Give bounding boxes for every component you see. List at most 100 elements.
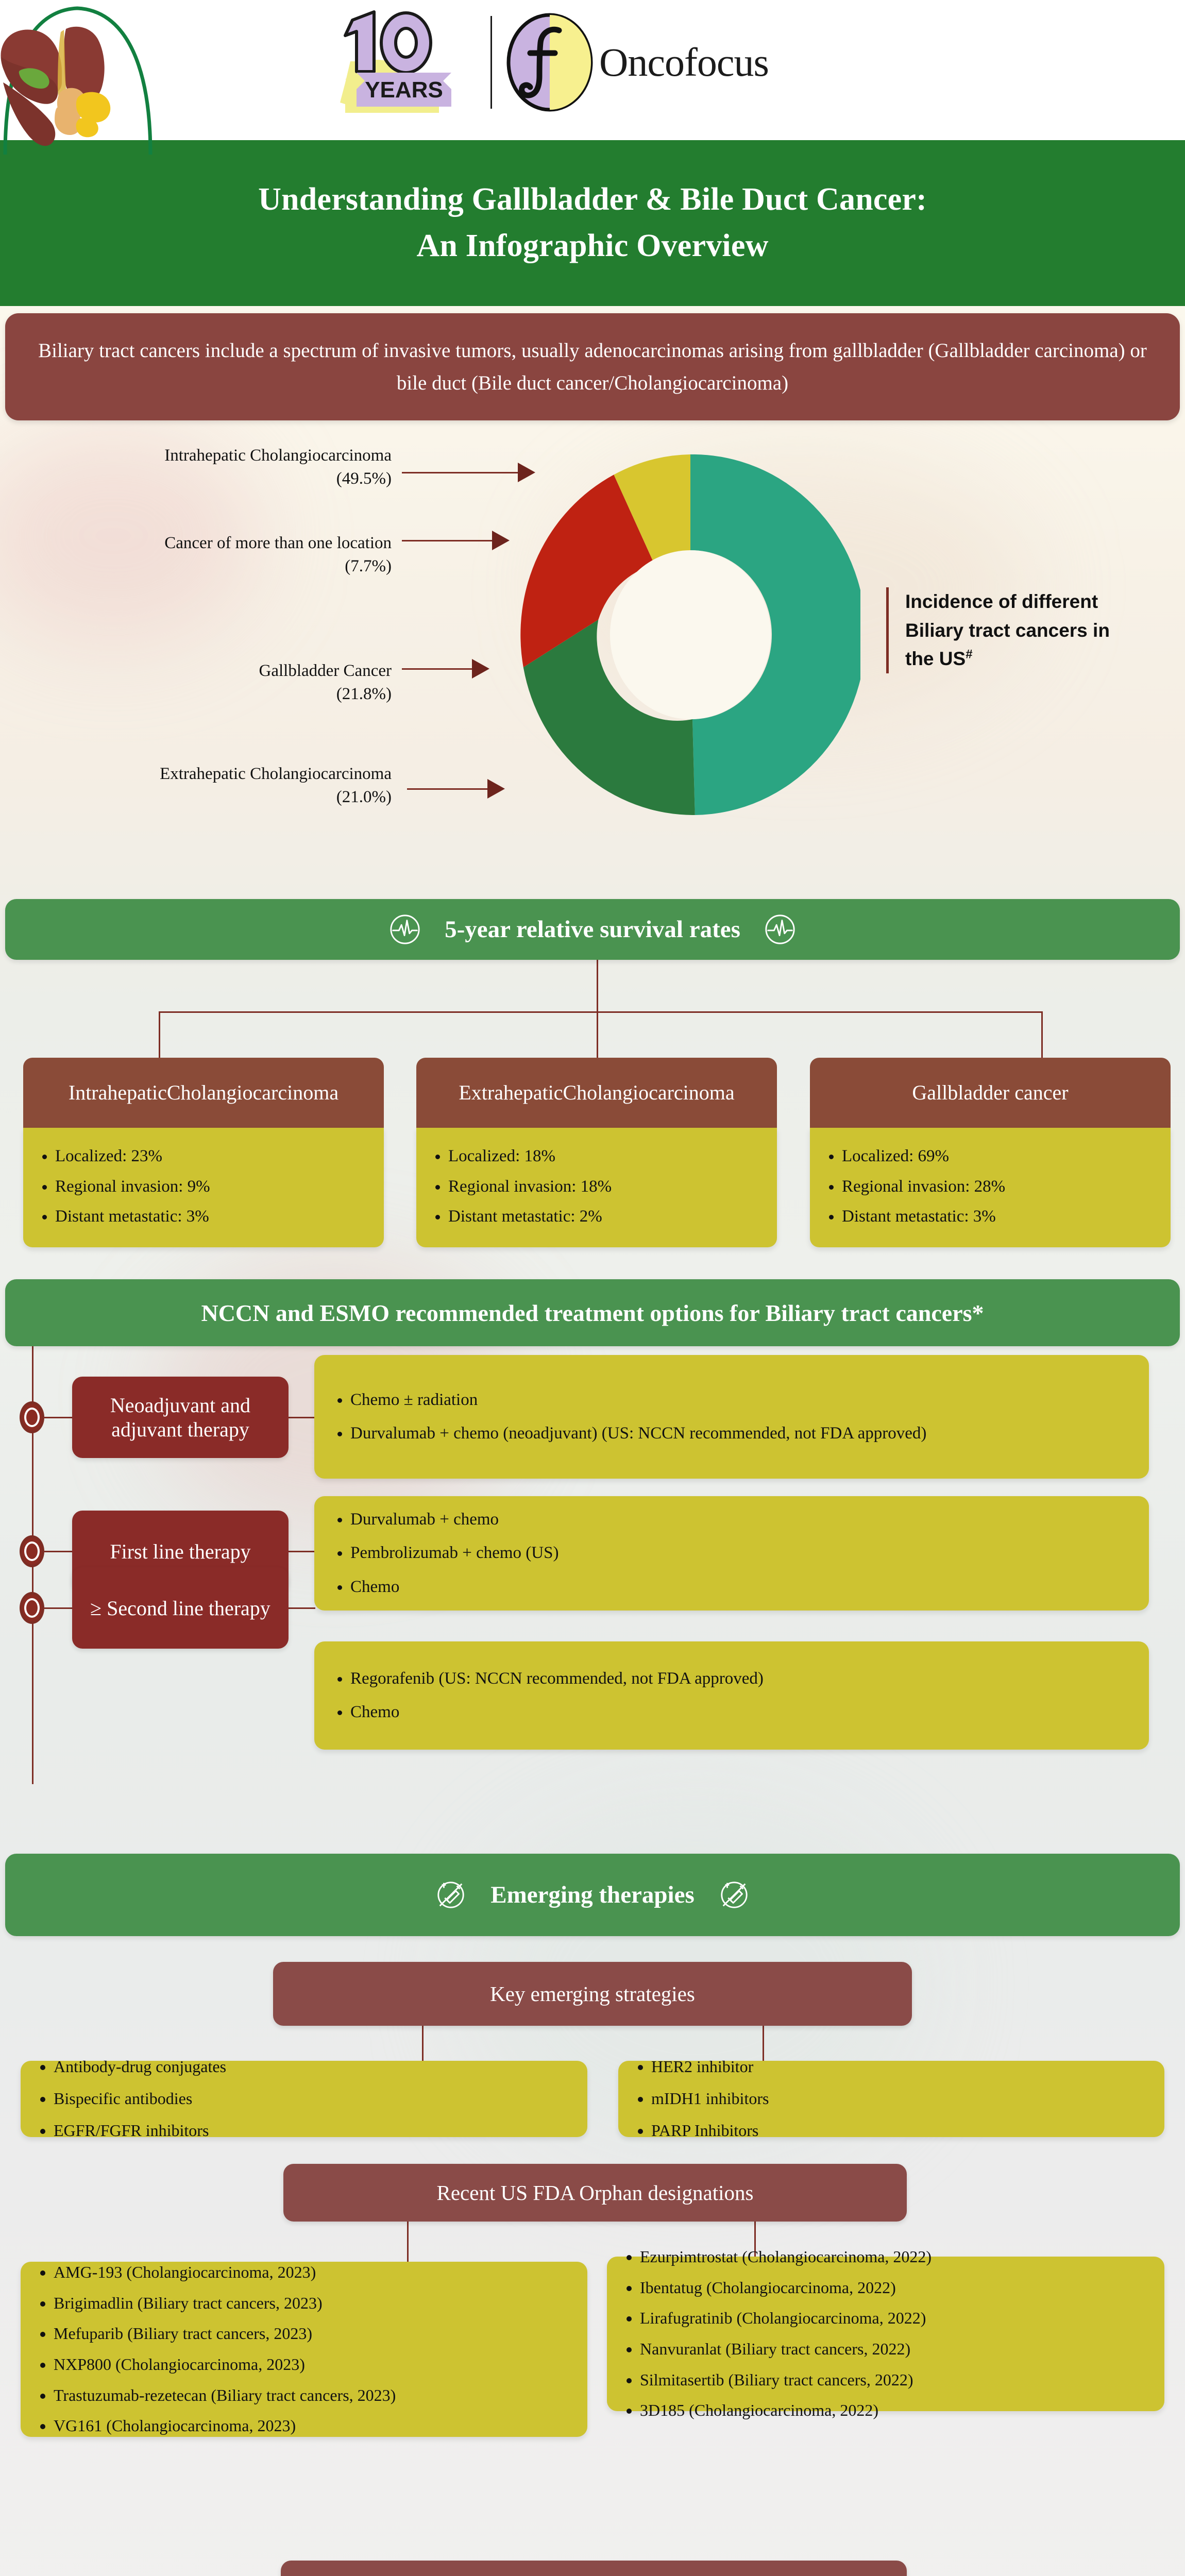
survival-heading-line-2: Cholangiocarcinoma <box>563 1080 735 1104</box>
treatment-item: Durvalumab + chemo (neoadjuvant) (US: NC… <box>350 1420 1126 1447</box>
orphan-item: Brigimadlin (Biliary tract cancers, 2023… <box>54 2291 569 2316</box>
donut-svg <box>520 454 860 815</box>
pie-label-more-than-one-pct: (7.7%) <box>345 556 392 575</box>
orphan-item: Ezurpimtrostat (Cholangiocarcinoma, 2022… <box>640 2244 1146 2270</box>
donut-slice-intrahepatic <box>690 454 860 815</box>
connector-node-to-pill-1 <box>44 1417 75 1418</box>
orphan-item: Trastuzumab-rezetecan (Biliary tract can… <box>54 2383 569 2409</box>
pie-label-extrahepatic: Extrahepatic Cholangiocarcinoma (21.0%) <box>57 762 392 809</box>
pie-label-gallbladder-name: Gallbladder Cancer <box>259 662 392 680</box>
pulse-icon-left <box>390 914 420 944</box>
emerging-strategy-item: mIDH1 inhibitors <box>651 2086 1146 2112</box>
fasttrack-designations-title: Recent US FDA Fast Track designations <box>281 2561 907 2576</box>
leader-arrow-more-than-one <box>492 531 510 550</box>
brand-name: Oncofocus <box>599 40 769 84</box>
emerging-section-bar: Emerging therapies <box>5 1854 1180 1936</box>
survival-card-intrahepatic: Intrahepatic Cholangiocarcinoma Localize… <box>23 1058 384 1248</box>
incidence-caption-text: Incidence of different Biliary tract can… <box>905 591 1110 669</box>
survival-card-body: Localized: 69% Regional invasion: 28% Di… <box>810 1128 1171 1248</box>
logo-divider <box>490 16 492 109</box>
orphan-designations-box-left: AMG-193 (Cholangiocarcinoma, 2023) Brigi… <box>21 2262 587 2437</box>
incidence-donut-chart <box>520 454 860 815</box>
leader-line-intrahepatic <box>402 472 520 473</box>
treatment-item: Chemo ± radiation <box>350 1386 1126 1414</box>
syringe-icon-right <box>721 1882 748 1908</box>
treatment-item: Durvalumab + chemo <box>350 1506 1126 1533</box>
treatment-item: Pembrolizumab + chemo (US) <box>350 1539 1126 1567</box>
anniversary-badge: YEARS <box>330 6 479 119</box>
orphan-item: NXP800 (Cholangiocarcinoma, 2023) <box>54 2352 569 2378</box>
orphan-item: Ibentatug (Cholangiocarcinoma, 2022) <box>640 2275 1146 2301</box>
survival-section-bar: 5-year relative survival rates <box>5 899 1180 960</box>
survival-item: Regional invasion: 9% <box>55 1172 368 1202</box>
leader-line-more-than-one <box>402 540 495 541</box>
survival-item: Distant metastatic: 2% <box>448 1201 761 1232</box>
connector-pill-to-box-3 <box>289 1607 315 1609</box>
survival-card-body: Localized: 18% Regional invasion: 18% Di… <box>416 1128 777 1248</box>
orphan-item: Lirafugratinib (Cholangiocarcinoma, 2022… <box>640 2306 1146 2331</box>
orphan-designations-title: Recent US FDA Orphan designations <box>283 2164 907 2222</box>
treatment-item: Regorafenib (US: NCCN recommended, not F… <box>350 1665 1126 1692</box>
survival-section-title: 5-year relative survival rates <box>445 916 740 943</box>
leader-arrow-intrahepatic <box>518 463 535 482</box>
pie-label-extrahepatic-pct: (21.0%) <box>336 787 392 806</box>
treatment-item: Chemo <box>350 1573 1126 1601</box>
background-blob-pink <box>0 428 258 644</box>
treatment-pill-neoadjuvant: Neoadjuvant and adjuvant therapy <box>72 1377 289 1458</box>
pie-label-more-than-one: Cancer of more than one location (7.7%) <box>21 532 392 578</box>
incidence-chart-caption: Incidence of different Biliary tract can… <box>886 587 1128 673</box>
orphan-item: 3D185 (Cholangiocarcinoma, 2022) <box>640 2398 1146 2424</box>
brand-logo: YEARS Oncofocus <box>330 3 814 122</box>
donut-slice-extrahepatic <box>523 619 695 815</box>
pie-label-extrahepatic-name: Extrahepatic Cholangiocarcinoma <box>160 765 392 783</box>
orphan-designations-box-right: Ezurpimtrostat (Cholangiocarcinoma, 2022… <box>607 2247 1164 2419</box>
emerging-strategies-box-right: HER2 inhibitor mIDH1 inhibitors PARP Inh… <box>618 2057 1164 2140</box>
connector-survival-stem <box>597 960 598 1011</box>
connector-strategies-left <box>422 2026 424 2088</box>
survival-card-body: Localized: 23% Regional invasion: 9% Dis… <box>23 1128 384 1248</box>
leader-arrow-gallbladder <box>472 659 489 679</box>
treatment-box-second-line: Regorafenib (US: NCCN recommended, not F… <box>314 1641 1149 1750</box>
connector-survival-branch-1 <box>159 1011 160 1058</box>
connector-pill-to-box-1 <box>289 1417 315 1418</box>
emerging-strategy-item: Antibody-drug conjugates <box>54 2054 569 2080</box>
incidence-chart-section: Intrahepatic Cholangiocarcinoma (49.5%) … <box>0 433 1185 860</box>
page-title-line-1: Understanding Gallbladder & Bile Duct Ca… <box>258 182 927 217</box>
syringe-icon-left <box>437 1882 464 1908</box>
emerging-strategy-item: Bispecific antibodies <box>54 2086 569 2112</box>
treatment-section-bar: NCCN and ESMO recommended treatment opti… <box>5 1279 1180 1346</box>
treatment-node-dot-2 <box>20 1535 44 1567</box>
treatment-box-neoadjuvant: Chemo ± radiation Durvalumab + chemo (ne… <box>314 1355 1149 1479</box>
leader-line-gallbladder <box>402 668 474 670</box>
survival-item: Localized: 23% <box>55 1141 368 1172</box>
connector-survival-branch-2 <box>597 1011 598 1058</box>
orphan-item: AMG-193 (Cholangiocarcinoma, 2023) <box>54 2260 569 2285</box>
pie-label-intrahepatic-pct: (49.5%) <box>336 469 392 488</box>
incidence-caption-superscript: # <box>966 647 973 662</box>
pie-label-gallbladder: Gallbladder Cancer (21.8%) <box>31 659 392 706</box>
survival-card-gallbladder: Gallbladder cancer Localized: 69% Region… <box>810 1058 1171 1248</box>
intro-banner: Biliary tract cancers include a spectrum… <box>5 313 1180 420</box>
treatment-item: Chemo <box>350 1699 1126 1726</box>
pie-label-intrahepatic: Intrahepatic Cholangiocarcinoma (49.5%) <box>52 444 392 490</box>
leader-arrow-extrahepatic <box>487 779 505 799</box>
emerging-strategies-box-left: Antibody-drug conjugates Bispecific anti… <box>21 2057 587 2140</box>
header-white-band <box>0 0 1185 140</box>
pie-label-gallbladder-pct: (21.8%) <box>336 684 392 703</box>
intro-text: Biliary tract cancers include a spectrum… <box>38 339 1147 394</box>
donut-slice-gallbladder <box>520 474 655 668</box>
liver-gallbladder-illustration <box>1 6 153 155</box>
treatment-section-title: NCCN and ESMO recommended treatment opti… <box>201 1299 984 1326</box>
connector-node-to-pill-3 <box>44 1607 75 1609</box>
pie-label-more-than-one-name: Cancer of more than one location <box>164 534 392 552</box>
anniversary-years-text: YEARS <box>365 77 443 103</box>
connector-pill-to-box-2 <box>289 1551 315 1552</box>
survival-item: Localized: 18% <box>448 1141 761 1172</box>
treatment-node-dot-3 <box>20 1592 44 1624</box>
emerging-strategy-item: PARP Inhibitors <box>651 2117 1146 2144</box>
survival-heading-line-1: Gallbladder cancer <box>912 1080 1069 1104</box>
survival-heading-line-1: Intrahepatic <box>68 1080 167 1104</box>
page-title-line-2: An Infographic Overview <box>416 228 769 263</box>
connector-orphan-right <box>754 2222 756 2278</box>
connector-survival-branch-3 <box>1041 1011 1043 1058</box>
